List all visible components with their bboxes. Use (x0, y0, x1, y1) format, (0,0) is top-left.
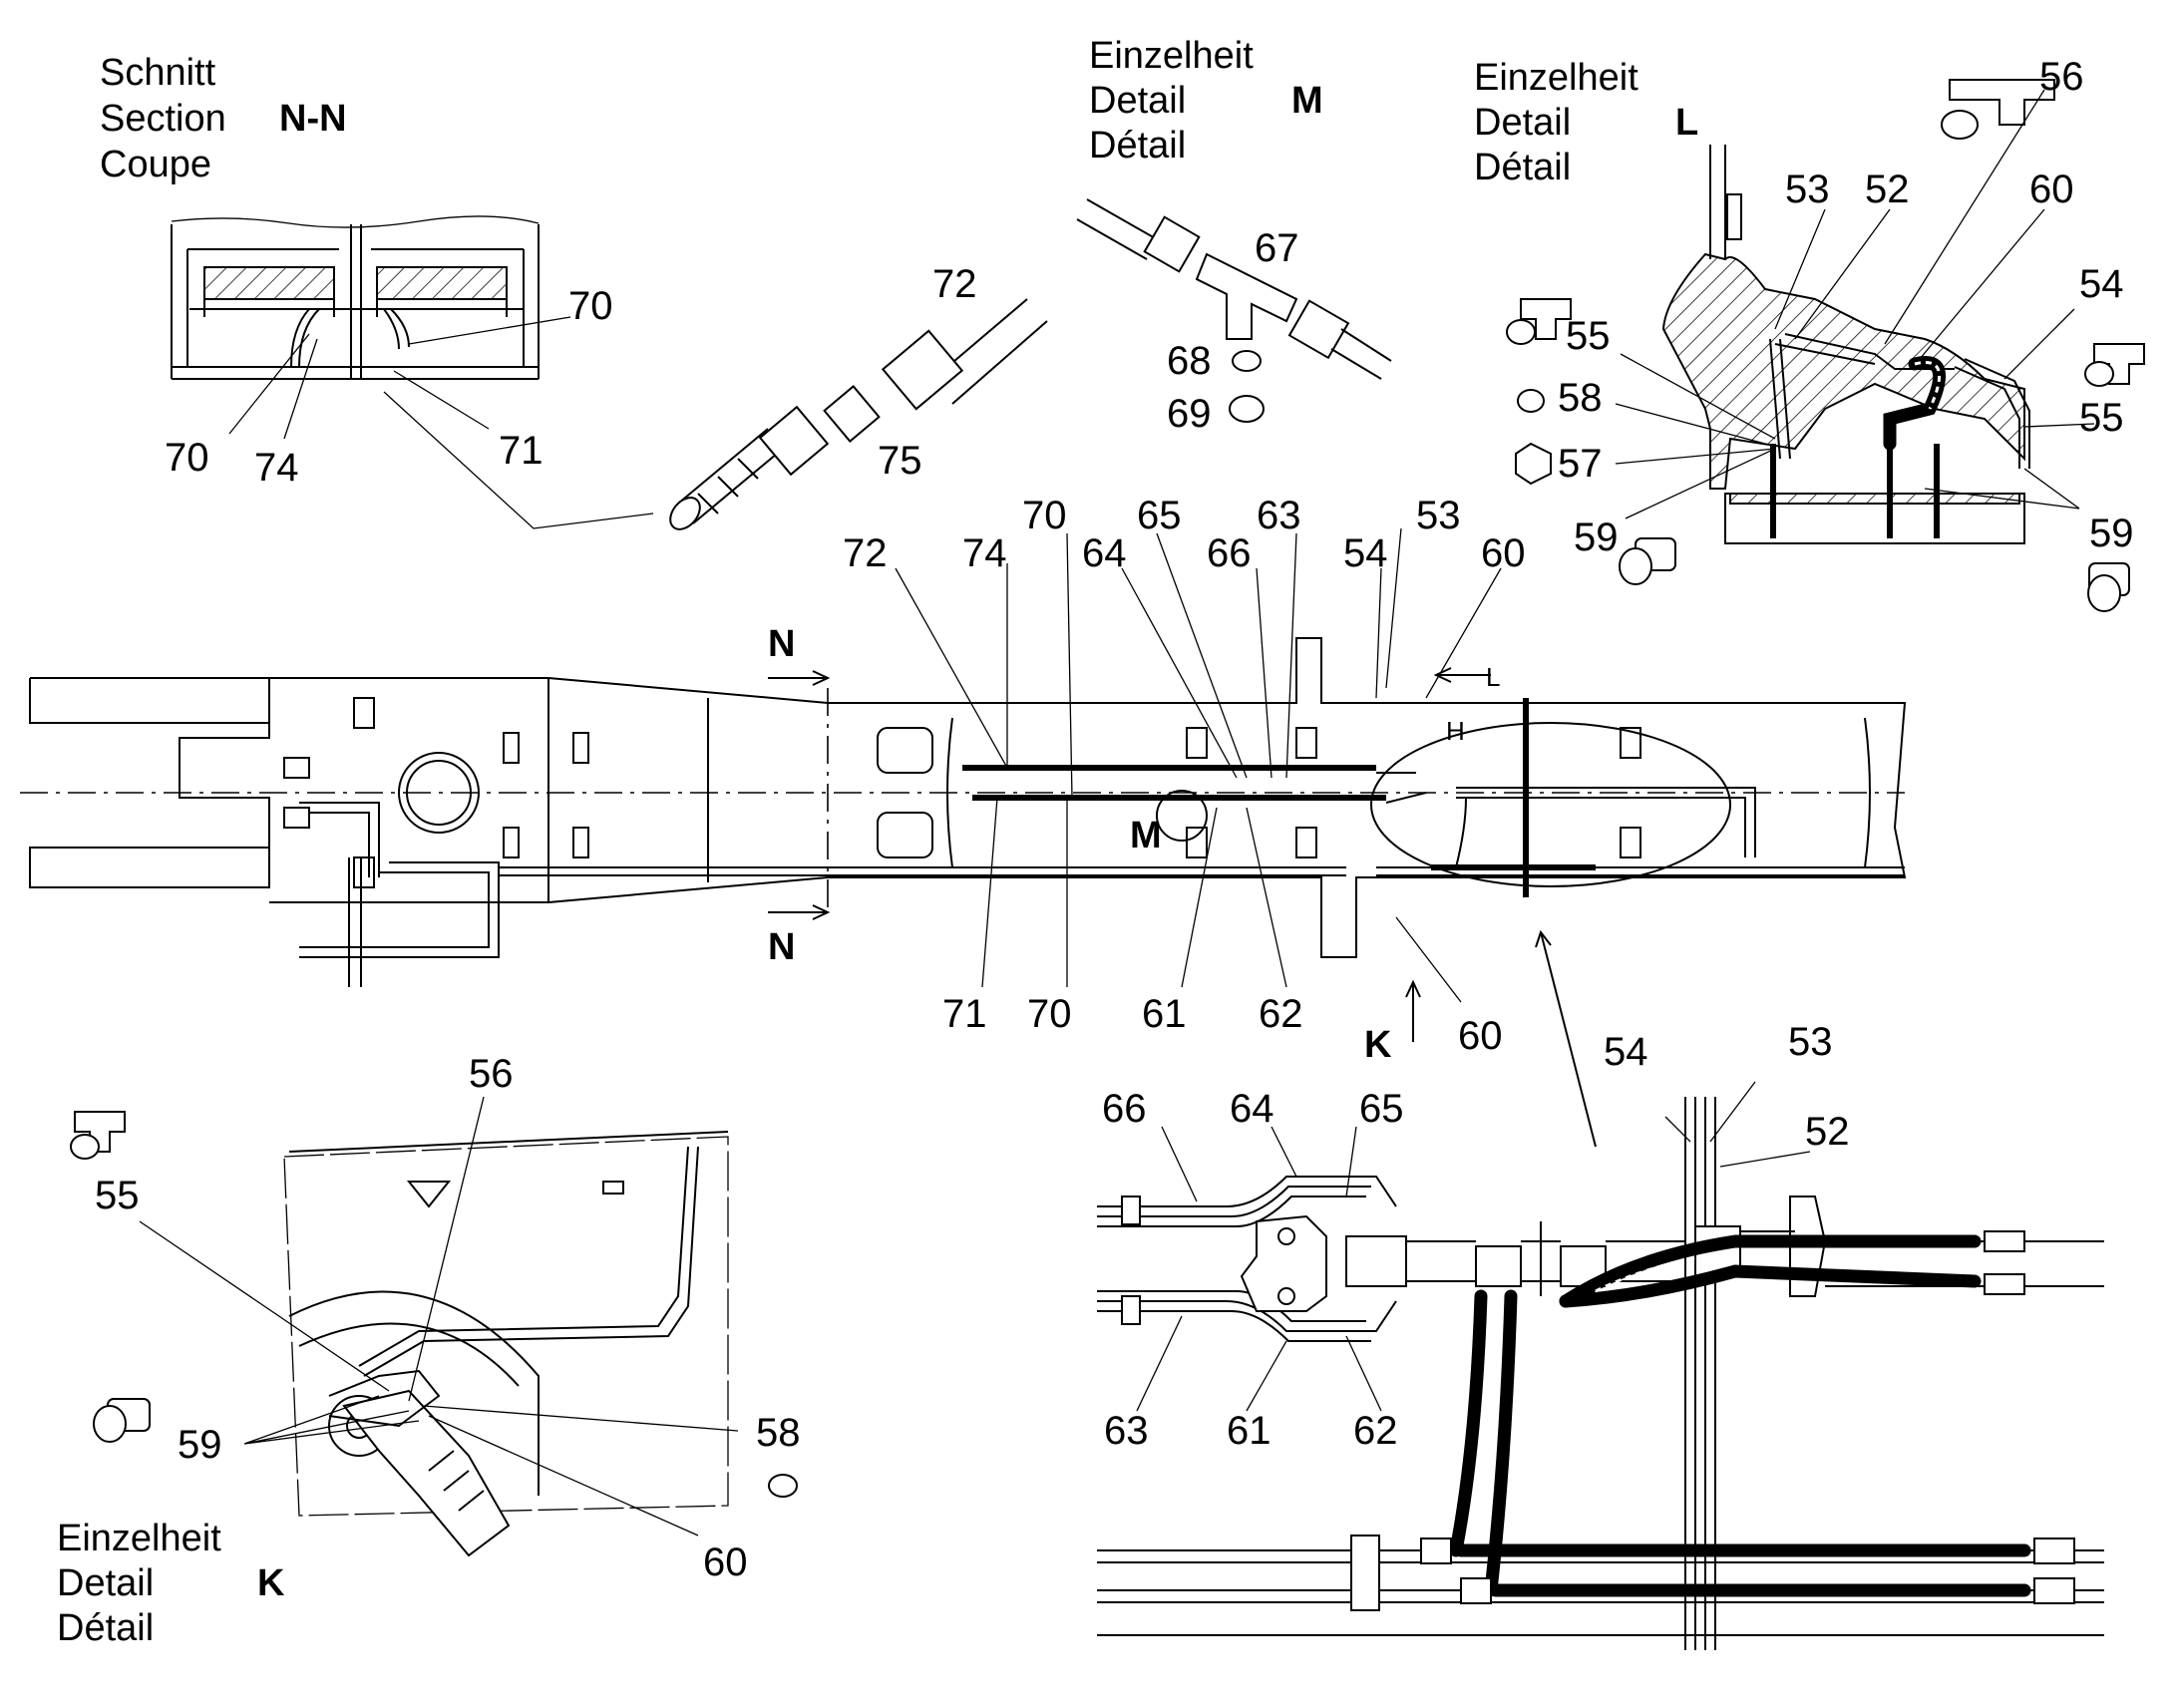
detail-l-leaders: 56 53 52 60 54 55 58 57 59 55 59 (1558, 55, 2134, 559)
part-label: 63 (1257, 494, 1301, 537)
section-nn-title: Schnitt Section Coupe N-N (100, 52, 347, 185)
part-label: Detail (1089, 80, 1186, 122)
part-label: N (768, 926, 795, 968)
part-label: 52 (1865, 168, 1910, 211)
part-label: 53 (1785, 168, 1830, 211)
part-label: 56 (2039, 55, 2084, 99)
part-label: N (768, 623, 795, 665)
detail-l-drawing (1661, 145, 2030, 544)
part-label: Schnitt (100, 52, 216, 94)
part-label: 60 (1481, 531, 1526, 575)
part-label: 66 (1102, 1087, 1147, 1131)
section-nn-drawing (171, 215, 540, 380)
part-label: 58 (756, 1411, 801, 1455)
detail-m-title: Einzelheit Detail Détail M (1089, 35, 1323, 167)
part-label: 53 (1788, 1020, 1833, 1064)
part-label: 65 (1137, 494, 1182, 537)
part-label: 70 (568, 284, 613, 328)
part-label: L (1675, 102, 1698, 144)
detail-l-loose-parts (1506, 79, 2145, 612)
part-label: M (1291, 80, 1323, 122)
part-label: L (1486, 662, 1500, 692)
part-label: 53 (1416, 494, 1461, 537)
part-label: 75 (878, 439, 922, 483)
part-label: 68 (1167, 339, 1212, 383)
part-label: 58 (1558, 376, 1603, 420)
part-label: 61 (1142, 992, 1187, 1036)
part-label: Détail (1474, 147, 1571, 188)
part-label: Einzelheit (57, 1518, 221, 1559)
part-label: K (257, 1562, 285, 1604)
part-label: 61 (1227, 1409, 1272, 1453)
hose-fitting-72-75: 72 75 (669, 262, 1048, 530)
part-label: 54 (1343, 531, 1388, 575)
part-label: K (1364, 1024, 1392, 1066)
part-label: 69 (1167, 392, 1212, 436)
part-label: Coupe (100, 144, 211, 185)
part-label: 62 (1259, 992, 1303, 1036)
part-label: Détail (57, 1607, 154, 1649)
part-label: 55 (2079, 396, 2124, 440)
part-label: 56 (469, 1052, 514, 1096)
part-label: N-N (279, 98, 347, 140)
part-label: Detail (1474, 102, 1571, 144)
part-label: 67 (1255, 226, 1299, 270)
part-label: 52 (1805, 1110, 1850, 1154)
part-label: H (1446, 716, 1465, 746)
detail-k-leaders: 56 55 59 58 60 (95, 1052, 801, 1584)
part-label: 64 (1230, 1087, 1274, 1131)
part-label: Detail (57, 1562, 154, 1604)
part-label: 70 (1022, 494, 1067, 537)
chassis-pipes (299, 698, 1905, 987)
part-label: 70 (1027, 992, 1072, 1036)
detail-k-title: Einzelheit Detail Détail K (57, 1518, 285, 1649)
detail-l-title: Einzelheit Detail Détail L (1474, 57, 1698, 188)
part-label: 66 (1207, 531, 1252, 575)
part-label: 55 (95, 1174, 140, 1217)
part-label: 71 (942, 992, 987, 1036)
part-label: 60 (1458, 1014, 1503, 1058)
part-label: 72 (932, 262, 977, 306)
part-label: 74 (254, 446, 299, 490)
part-label: 55 (1566, 314, 1611, 358)
part-label: 54 (1604, 1030, 1648, 1074)
part-label: M (1130, 815, 1162, 856)
part-label: 63 (1104, 1409, 1149, 1453)
part-label: Einzelheit (1089, 35, 1254, 77)
detail-h-leaders: 66 64 65 54 53 52 63 61 62 (1102, 1020, 1850, 1453)
part-label: 72 (843, 531, 888, 575)
part-label: 62 (1353, 1409, 1398, 1453)
chassis-leaders: 72 74 70 65 63 64 66 54 53 60 71 70 61 6… (843, 494, 1526, 1058)
part-label: Détail (1089, 125, 1186, 167)
part-label: 71 (499, 429, 544, 473)
section-nn-leaders: 70 70 74 71 (165, 284, 654, 529)
part-label: 64 (1082, 531, 1127, 575)
part-label: 59 (178, 1423, 222, 1467)
detail-k-loose-parts (70, 1111, 798, 1498)
part-label: 74 (962, 531, 1007, 575)
part-label: Section (100, 98, 226, 140)
part-label: 65 (1359, 1087, 1404, 1131)
part-label: 54 (2079, 262, 2124, 306)
part-label: 60 (703, 1540, 748, 1584)
chassis-outline (20, 637, 1907, 958)
detail-k-drawing (283, 1131, 729, 1557)
part-label: 57 (1558, 442, 1603, 486)
chassis-view-markers: N N M L K H (768, 623, 1731, 1148)
part-label: 59 (1574, 515, 1619, 559)
part-label: 59 (2089, 512, 2134, 555)
detail-m-drawing: 67 68 69 (1076, 198, 1392, 436)
part-label: 60 (2029, 168, 2074, 211)
detail-h-drawing (1097, 1097, 2104, 1650)
part-label: 70 (165, 436, 209, 480)
part-label: Einzelheit (1474, 57, 1638, 99)
